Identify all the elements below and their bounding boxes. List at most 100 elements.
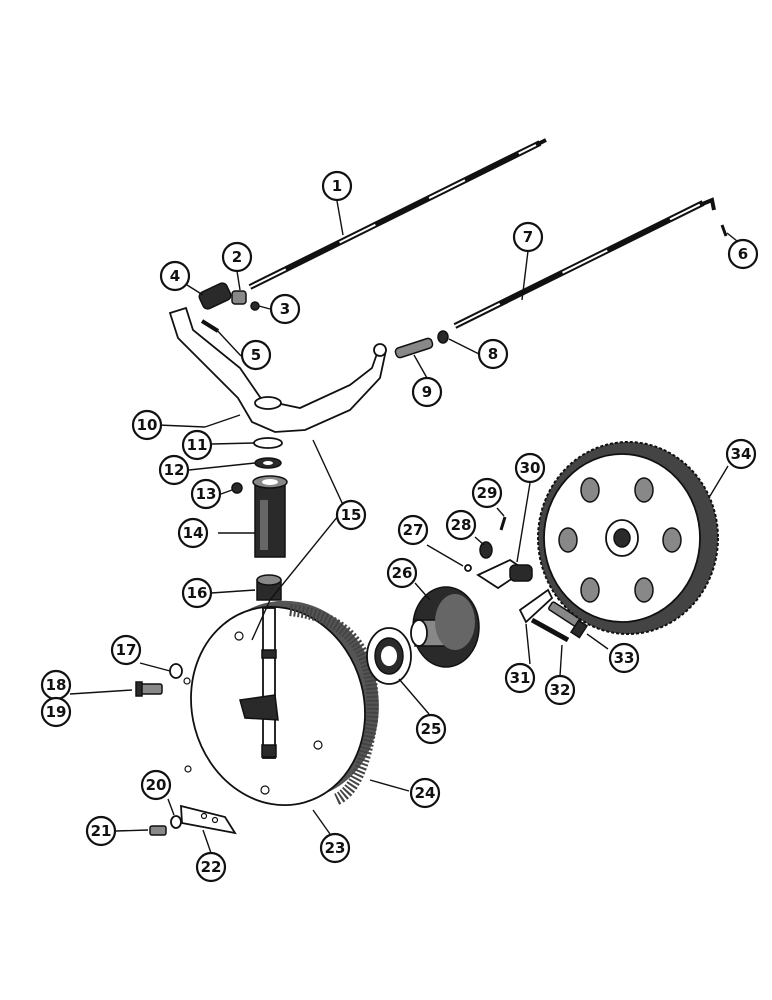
callout-label: 13 xyxy=(196,485,217,503)
callout-label: 12 xyxy=(164,461,185,479)
callout-24: 24 xyxy=(409,777,441,809)
callout-label: 19 xyxy=(46,703,67,721)
callout-33: 33 xyxy=(608,642,640,674)
callout-4: 4 xyxy=(159,260,191,292)
callout-29: 29 xyxy=(471,477,503,509)
callout-label: 27 xyxy=(403,521,424,539)
callout-27: 27 xyxy=(397,514,429,546)
callout-label: 15 xyxy=(341,506,362,524)
callout-5: 5 xyxy=(240,339,272,371)
callout-22: 22 xyxy=(195,851,227,883)
callout-label: 14 xyxy=(183,524,204,542)
part-washer-17 xyxy=(169,663,183,679)
callout-label: 5 xyxy=(251,346,261,364)
callout-14: 14 xyxy=(177,517,209,549)
callout-3: 3 xyxy=(269,293,301,325)
part-nut-28 xyxy=(479,541,493,559)
callout-15: 15 xyxy=(335,499,367,531)
callout-30: 30 xyxy=(514,452,546,484)
part-bearing-16 xyxy=(256,574,282,601)
part-pin-29 xyxy=(499,516,507,531)
callout-8: 8 xyxy=(477,338,509,370)
callout-1: 1 xyxy=(321,170,353,202)
part-spring-4 xyxy=(198,282,232,310)
callout-10: 10 xyxy=(131,409,163,441)
callout-label: 33 xyxy=(614,649,635,667)
callout-label: 6 xyxy=(738,245,748,263)
callout-11: 11 xyxy=(181,429,213,461)
callout-32: 32 xyxy=(544,674,576,706)
callout-13: 13 xyxy=(190,478,222,510)
callout-label: 30 xyxy=(520,459,541,477)
callout-31: 31 xyxy=(504,662,536,694)
callout-label: 7 xyxy=(523,228,533,246)
part-clevis-9 xyxy=(394,337,434,359)
callout-26: 26 xyxy=(386,557,418,589)
callout-25: 25 xyxy=(415,713,447,745)
part-bolt-18-19 xyxy=(135,681,163,697)
part-pin-32 xyxy=(530,617,570,643)
callout-label: 34 xyxy=(731,445,752,463)
callout-label: 10 xyxy=(137,416,158,434)
callout-label: 1 xyxy=(332,177,342,195)
part-lever-bracket xyxy=(168,306,387,433)
callout-21: 21 xyxy=(85,815,117,847)
part-hub-26 xyxy=(410,586,480,668)
part-rod-1 xyxy=(248,138,547,290)
callout-18: 18 xyxy=(40,669,72,701)
callout-label: 18 xyxy=(46,676,67,694)
callout-label: 16 xyxy=(187,584,208,602)
callout-28: 28 xyxy=(445,509,477,541)
callout-label: 23 xyxy=(325,839,346,857)
callout-label: 20 xyxy=(146,776,167,794)
part-fitting-13 xyxy=(231,482,243,494)
part-ball-27 xyxy=(464,564,472,572)
callout-label: 2 xyxy=(232,248,242,266)
part-bolt-21 xyxy=(149,825,167,836)
callout-label: 28 xyxy=(451,516,472,534)
part-housing-23 xyxy=(183,600,379,807)
callout-9: 9 xyxy=(411,376,443,408)
callout-label: 11 xyxy=(187,436,208,454)
callout-label: 24 xyxy=(415,784,436,802)
callout-label: 3 xyxy=(280,300,290,318)
part-bushing-14 xyxy=(252,475,288,558)
part-seal-25 xyxy=(366,627,412,685)
callout-label: 22 xyxy=(201,858,222,876)
part-collar-2 xyxy=(231,290,247,305)
callout-19: 19 xyxy=(40,696,72,728)
callout-label: 4 xyxy=(170,267,180,285)
part-plate-22 xyxy=(180,804,237,835)
callout-12: 12 xyxy=(158,454,190,486)
callout-2: 2 xyxy=(221,241,253,273)
callout-label: 26 xyxy=(392,564,413,582)
part-washer-3 xyxy=(250,301,260,311)
callout-16: 16 xyxy=(181,577,213,609)
callout-6: 6 xyxy=(727,238,759,270)
callout-34: 34 xyxy=(725,438,757,470)
callout-23: 23 xyxy=(319,832,351,864)
callout-label: 21 xyxy=(91,822,112,840)
leader-lines xyxy=(69,200,743,854)
callout-label: 31 xyxy=(510,669,531,687)
part-rod-7 xyxy=(453,197,716,329)
callout-label: 8 xyxy=(488,345,498,363)
part-gear-34 xyxy=(537,441,719,635)
part-washer-11 xyxy=(253,437,283,449)
part-link-31 xyxy=(518,588,554,624)
callout-label: 29 xyxy=(477,484,498,502)
callout-7: 7 xyxy=(512,221,544,253)
callout-17: 17 xyxy=(110,634,142,666)
callout-label: 25 xyxy=(421,720,442,738)
callout-label: 17 xyxy=(116,641,137,659)
part-bolt-33 xyxy=(548,601,589,639)
callout-label: 32 xyxy=(550,681,571,699)
callout-label: 9 xyxy=(422,383,432,401)
part-link-30 xyxy=(476,558,533,590)
part-washer-8 xyxy=(437,330,449,344)
part-pin-6 xyxy=(720,224,728,237)
part-washer-20 xyxy=(170,815,182,829)
part-shift-shaft xyxy=(239,607,279,759)
callout-20: 20 xyxy=(140,769,172,801)
